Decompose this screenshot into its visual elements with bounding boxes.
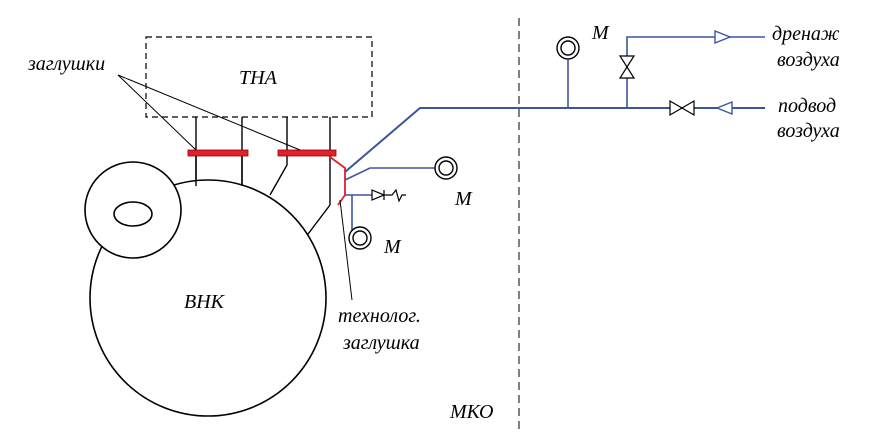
plug-right: [277, 149, 337, 157]
tech-plug: [329, 156, 346, 206]
plugs-leader-1: [117, 74, 197, 151]
tech-plug-leader: [339, 199, 353, 301]
gauge-mid-line: [344, 167, 435, 181]
small-sphere: [84, 161, 182, 259]
plug-left: [187, 149, 249, 157]
supply-flow-arrow-icon: [715, 100, 733, 116]
gauge-top-label: М: [591, 22, 610, 44]
supply-label-2: воздуха: [777, 120, 840, 142]
gauge-mid-label: М: [454, 188, 473, 210]
pressure-gauge-low-icon: [348, 226, 372, 250]
tna-block: [145, 36, 373, 118]
plugs-label: заглушки: [27, 53, 105, 75]
gauge-low-label: М: [383, 236, 402, 258]
drain-flow-arrow-icon: [714, 29, 732, 45]
drain-label-2: воздуха: [777, 49, 840, 71]
vnk-label: ВНК: [184, 291, 226, 313]
drain-label-1: дренаж: [772, 23, 840, 45]
main-air-line: [344, 107, 670, 173]
tna-outlet-pipes-front: [195, 155, 243, 186]
tech-plug-label-2: заглушка: [342, 332, 420, 354]
pressure-gauge-mid-icon: [434, 156, 458, 180]
tna-label: ТНА: [239, 67, 278, 89]
check-valve-icon: [371, 188, 406, 203]
supply-label-1: подвод: [778, 95, 836, 117]
mko-label: МКО: [449, 401, 493, 423]
drain-line: [626, 36, 765, 108]
plugs-leader-2: [117, 74, 301, 151]
drain-valve-icon: [618, 55, 636, 79]
small-sphere-hatch: [113, 201, 153, 227]
pressure-gauge-top-icon: [556, 36, 580, 60]
tech-plug-label-1: технолог.: [338, 305, 421, 327]
supply-valve-icon: [669, 99, 695, 117]
